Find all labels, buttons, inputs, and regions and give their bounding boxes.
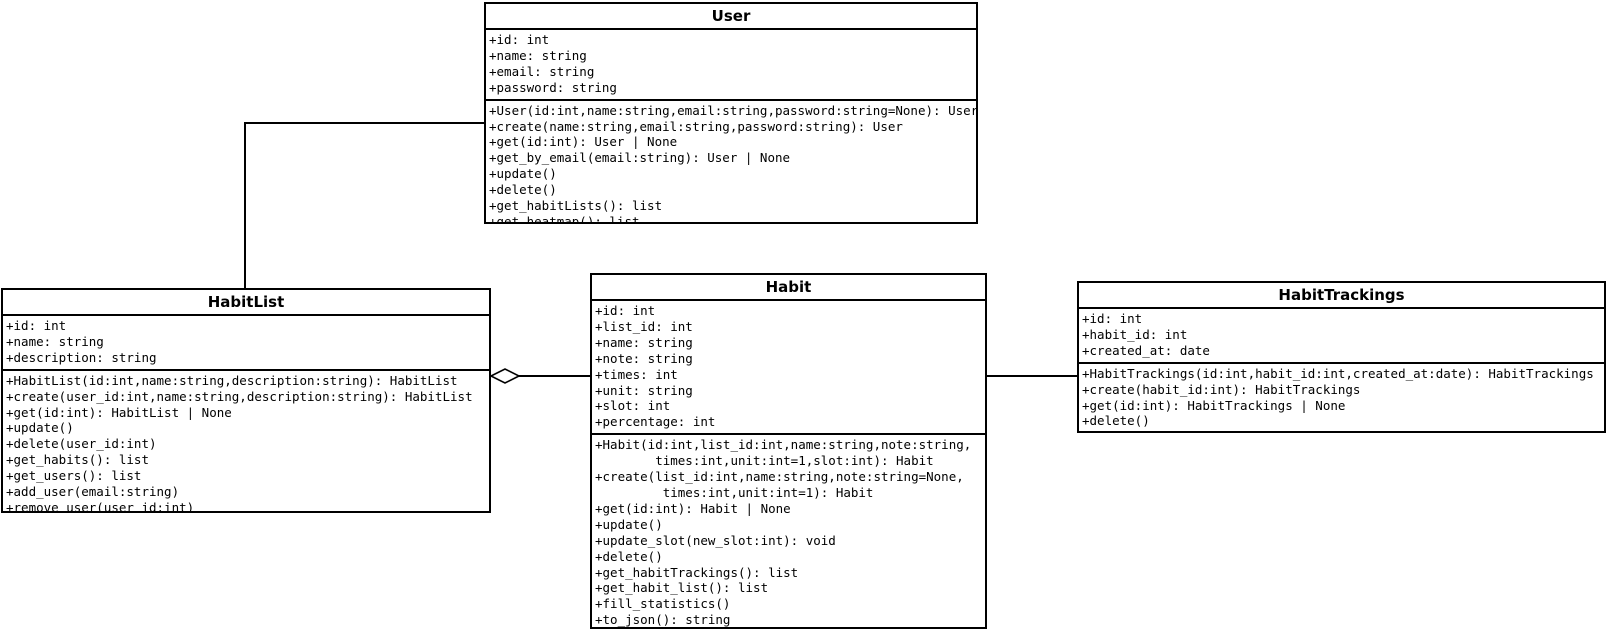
uml-method-row: +get_users(): list bbox=[6, 468, 142, 484]
uml-method-row: +delete() bbox=[489, 182, 557, 198]
class-title-habit: Habit bbox=[592, 275, 985, 301]
class-box-habit: Habit +id: int+list_id: int+name: string… bbox=[590, 273, 987, 629]
uml-method-row: +HabitList(id:int,name:string,descriptio… bbox=[6, 372, 458, 388]
uml-method-row: +User(id:int,name:string,email:string,pa… bbox=[489, 102, 976, 118]
uml-attribute-row: +id: int bbox=[1082, 311, 1143, 326]
uml-method-row: +update() bbox=[489, 166, 557, 182]
class-box-habittrackings: HabitTrackings +id: int+habit_id: int+cr… bbox=[1077, 281, 1606, 433]
uml-attribute-row: +email: string bbox=[489, 63, 595, 79]
methods-compartment-habitlist: +HabitList(id:int,name:string,descriptio… bbox=[3, 371, 489, 513]
uml-method-row: +get_heatmap(): list bbox=[489, 213, 640, 224]
uml-method-row: +remove_user(user_id:int) bbox=[6, 499, 195, 513]
uml-method-row: +get(id:int): HabitList | None bbox=[6, 404, 232, 420]
class-title-habittrackings: HabitTrackings bbox=[1079, 283, 1604, 309]
uml-method-row: +to_json(): string bbox=[595, 612, 731, 628]
uml-method-row: +update() bbox=[6, 420, 74, 436]
uml-attribute-row: +unit: string bbox=[595, 382, 693, 398]
uml-method-row: +get_habit_list(): list bbox=[595, 580, 769, 596]
uml-method-row: +create(name:string,email:string,passwor… bbox=[489, 118, 903, 134]
uml-attribute-row: +id: int bbox=[489, 32, 550, 47]
uml-method-row: +add_user(email:string) bbox=[6, 484, 180, 500]
uml-attribute-row: +times: int bbox=[595, 366, 678, 382]
uml-attribute-row: +id: int bbox=[6, 318, 67, 333]
uml-attribute-row: +created_at: date bbox=[1082, 342, 1210, 358]
methods-compartment-habit: +Habit(id:int,list_id:int,name:string,no… bbox=[592, 435, 985, 628]
uml-attribute-row: +name: string bbox=[595, 334, 693, 350]
uml-method-row: +fill_statistics() bbox=[595, 596, 731, 612]
uml-method-row: +get(id:int): Habit | None bbox=[595, 500, 791, 516]
class-box-habitlist: HabitList +id: int+name: string+descript… bbox=[1, 288, 491, 513]
uml-method-row: +get_habitLists(): list bbox=[489, 198, 663, 214]
uml-attribute-row: +percentage: int bbox=[595, 414, 716, 430]
uml-method-row: +get(id:int): HabitTrackings | None bbox=[1082, 397, 1346, 413]
uml-attribute-row: +id: int bbox=[595, 303, 656, 318]
methods-compartment-habittrackings: +HabitTrackings(id:int,habit_id:int,crea… bbox=[1079, 364, 1604, 431]
uml-method-row: +get(id:int): User | None bbox=[489, 134, 678, 150]
uml-method-row: times:int,unit:int=1): Habit bbox=[595, 484, 874, 500]
uml-method-row: +delete() bbox=[595, 548, 663, 564]
uml-method-row: +create(habit_id:int): HabitTrackings bbox=[1082, 381, 1361, 397]
uml-method-row: +get_habits(): list bbox=[6, 452, 149, 468]
uml-method-row: +Habit(id:int,list_id:int,name:string,no… bbox=[595, 437, 972, 453]
methods-compartment-user: +User(id:int,name:string,email:string,pa… bbox=[486, 101, 976, 224]
uml-method-row: +HabitTrackings(id:int,habit_id:int,crea… bbox=[1082, 365, 1594, 381]
uml-attribute-row: +habit_id: int bbox=[1082, 326, 1188, 342]
uml-attribute-row: +list_id: int bbox=[595, 318, 693, 334]
class-title-user: User bbox=[486, 4, 976, 30]
uml-method-row: +get_habitTrackings(): list bbox=[595, 564, 799, 580]
uml-method-row: +create(user_id:int,name:string,descript… bbox=[6, 388, 473, 404]
uml-attribute-row: +password: string bbox=[489, 79, 617, 95]
uml-method-row: +delete() bbox=[1082, 413, 1150, 429]
uml-method-row: +create(list_id:int,name:string,note:str… bbox=[595, 469, 964, 485]
class-title-habitlist: HabitList bbox=[3, 290, 489, 316]
uml-method-row: times:int,unit:int=1,slot:int): Habit bbox=[595, 453, 934, 469]
uml-method-row: +get_by_email(email:string): User | None bbox=[489, 150, 791, 166]
uml-attribute-row: +description: string bbox=[6, 349, 157, 365]
class-box-user: User +id: int+name: string+email: string… bbox=[484, 2, 978, 224]
uml-attribute-row: +name: string bbox=[6, 333, 104, 349]
attributes-compartment-habit: +id: int+list_id: int+name: string+note:… bbox=[592, 301, 985, 436]
uml-method-row: +delete(user_id:int) bbox=[6, 436, 157, 452]
connector-user-habitlist bbox=[244, 122, 485, 289]
uml-method-row: +update_slot(new_slot:int): void bbox=[595, 532, 836, 548]
aggregation-diamond-icon bbox=[489, 368, 521, 384]
uml-attribute-row: +name: string bbox=[489, 47, 587, 63]
attributes-compartment-habitlist: +id: int+name: string+description: strin… bbox=[3, 316, 489, 371]
uml-attribute-row: +slot: int bbox=[595, 398, 671, 414]
attributes-compartment-user: +id: int+name: string+email: string+pass… bbox=[486, 30, 976, 101]
attributes-compartment-habittrackings: +id: int+habit_id: int+created_at: date bbox=[1079, 309, 1604, 364]
uml-method-row: +update() bbox=[595, 516, 663, 532]
uml-attribute-row: +note: string bbox=[595, 350, 693, 366]
